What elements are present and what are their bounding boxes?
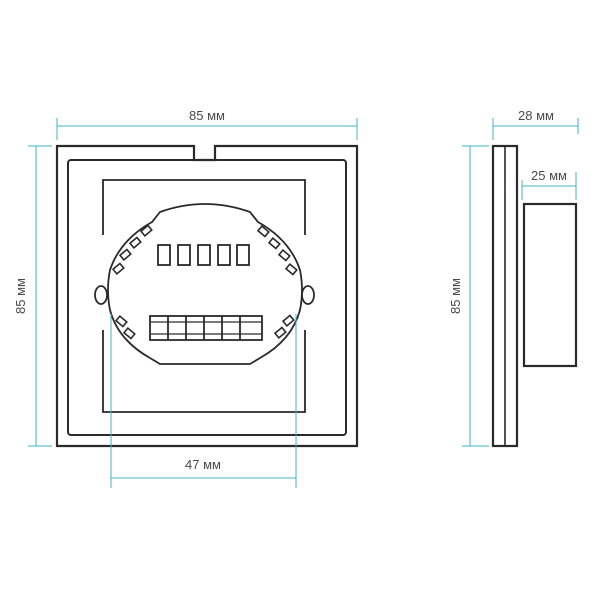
dim-side-body: 25 мм [521,168,577,200]
mechanism-body [107,203,303,365]
label-front-height: 85 мм [13,278,28,314]
side-body [522,202,578,368]
mount-plate-top [102,179,306,235]
front-view [55,144,359,448]
dim-mount-width: 47 мм [110,314,297,488]
mount-hole-left [94,285,108,305]
dim-front-height: 85 мм [13,145,52,447]
label-side-body: 25 мм [531,168,567,183]
mount-plate-bottom [102,330,306,413]
dim-front-width: 85 мм [56,108,358,140]
terminal-block [149,315,263,341]
front-outer-frame [55,144,359,448]
label-side-total: 28 мм [518,108,554,123]
dim-side-total: 28 мм [492,108,579,140]
dim-side-height: 85 мм [448,145,489,447]
contact-pins [157,244,250,266]
label-side-height: 85 мм [448,278,463,314]
label-mount-width: 47 мм [185,457,221,472]
vent-slots-left [111,224,153,340]
side-view [491,144,578,448]
label-front-width: 85 мм [189,108,225,123]
vent-slots-right [256,225,298,339]
front-inner-frame [67,159,347,436]
mount-hole-right [301,285,315,305]
